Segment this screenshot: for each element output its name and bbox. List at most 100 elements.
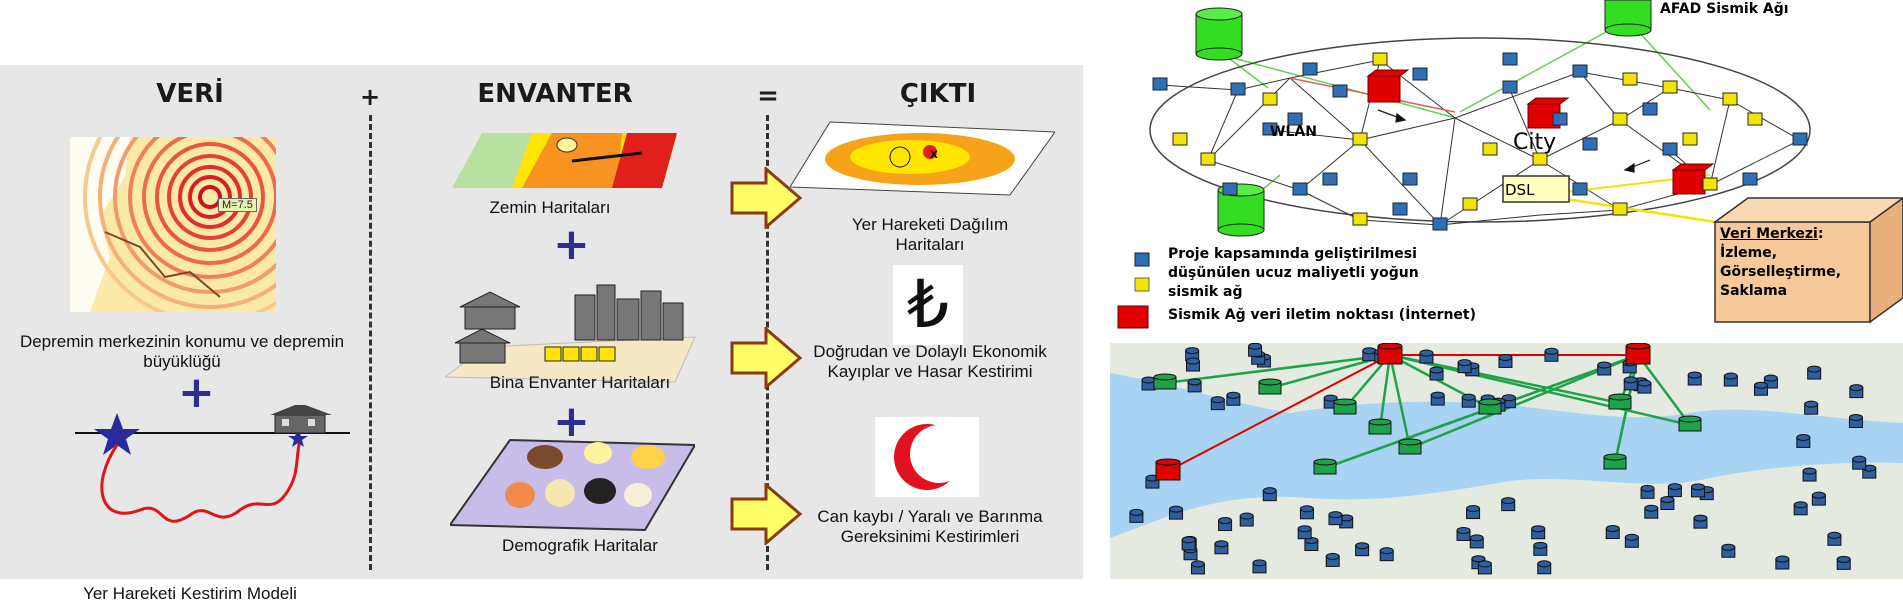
station-icon: [1185, 347, 1200, 362]
blue-sensor-icon: [1292, 182, 1308, 196]
station-icon: [1430, 391, 1445, 406]
station-icon: [1226, 391, 1241, 406]
blue-sensor-icon: [1302, 62, 1318, 76]
station-icon: [1262, 487, 1277, 502]
plus-icon: +: [178, 367, 215, 418]
station-icon: [1544, 347, 1559, 362]
blue-sensor-icon: [1322, 172, 1338, 186]
arrow-right-icon: [730, 483, 802, 545]
station-icon: [1323, 394, 1338, 409]
station-icon: [1624, 533, 1639, 548]
station-icon: [1185, 357, 1200, 372]
blue-sensor-icon: [1582, 137, 1598, 151]
blue-sensor-icon: [1332, 84, 1348, 98]
cikti-caption-2: Doğrudan ve Dolaylı Ekonomik Kayıplar ve…: [813, 342, 1047, 381]
station-icon: [1531, 525, 1546, 540]
station-icon: [1623, 376, 1638, 391]
station-icon: [1190, 560, 1205, 575]
cikti-caption-1: Yer Hareketi Dağılım Haritaları: [851, 215, 1009, 254]
afad-label: AFAD Sismik Ağı: [1660, 1, 1789, 17]
station-icon: [1258, 378, 1282, 395]
legend-sensor-text: Proje kapsamında geliştirilmesi düşünüle…: [1168, 246, 1419, 300]
yellow-sensor-icon: [1262, 92, 1278, 106]
model-caption: Yer Hareketi Kestirim Modeli: [83, 584, 297, 603]
legend-node-text: Sismik Ağ veri iletim noktası (İnternet): [1168, 307, 1477, 323]
map-link: [1636, 354, 1692, 426]
station-icon: [1848, 413, 1863, 428]
epicenter-star-icon: [94, 413, 140, 455]
soil-map-image: [452, 133, 677, 188]
data-center-text: Veri Merkezi: İzleme, Görselleştirme, Sa…: [1720, 225, 1870, 301]
station-icon: [1313, 458, 1337, 475]
header-envanter: ENVANTER: [477, 79, 633, 109]
hazard-workflow-panel: VERİ + ENVANTER = ÇIKTI M=7.5 Depremin m…: [0, 65, 1083, 603]
yellow-sensor-icon: [1532, 152, 1548, 166]
station-icon: [1793, 501, 1808, 516]
database-icon: [1195, 7, 1243, 61]
station-icon: [1297, 525, 1312, 540]
station-icon: [1478, 398, 1502, 415]
station-icon: [1625, 343, 1651, 365]
station-icon: [1398, 438, 1422, 455]
station-icon: [1678, 415, 1702, 432]
arrow-right-icon: [730, 327, 802, 389]
station-icon: [1141, 376, 1156, 391]
map-link: [1378, 354, 1392, 429]
dsl-label: DSL: [1505, 181, 1535, 199]
blue-sensor-icon: [1552, 112, 1568, 126]
station-icon: [1477, 560, 1492, 575]
station-icon: [1469, 534, 1484, 549]
map-link: [1164, 353, 1391, 385]
blue-sensor-icon: [1222, 182, 1238, 196]
plus-icon: +: [553, 396, 590, 447]
lira-icon: ₺: [893, 265, 963, 345]
station-icon: [1753, 381, 1768, 396]
station-icon: [1637, 379, 1652, 394]
station-icon: [1603, 453, 1627, 470]
epicenter-map-image: [70, 137, 276, 312]
arrow-right-icon: [730, 167, 802, 229]
wlan-label: WLAN: [1270, 124, 1317, 140]
blue-sensor-icon: [1742, 172, 1758, 186]
yellow-sensor-icon: [1352, 212, 1368, 226]
station-icon: [1299, 505, 1314, 520]
cikti-caption-3: Can kaybı / Yaralı ve Barınma Gereksinim…: [817, 507, 1043, 546]
yellow-sensor-icon: [1612, 112, 1628, 126]
divider-left: [369, 115, 372, 570]
station-icon: [1802, 467, 1817, 482]
station-icon: [1252, 559, 1267, 574]
blue-sensor-icon: [1134, 252, 1150, 267]
house-icon: [270, 405, 332, 434]
station-icon: [1687, 371, 1702, 386]
station-icon: [1811, 491, 1826, 506]
station-icon: [1429, 366, 1444, 381]
station-icon: [1155, 458, 1181, 481]
data-center-title: Veri Merkezi: [1720, 226, 1818, 242]
station-icon: [1456, 526, 1471, 541]
yellow-sensor-icon: [1200, 152, 1216, 166]
red-node-icon: [1117, 305, 1149, 329]
blue-sensor-icon: [1230, 82, 1246, 96]
data-center-line: Görselleştirme,: [1720, 264, 1842, 280]
yellow-sensor-icon: [1662, 80, 1678, 94]
blue-sensor-icon: [1572, 64, 1588, 78]
building-inventory-image: [445, 284, 696, 383]
database-icon: [1604, 0, 1652, 37]
magnitude-label: M=7.5: [218, 198, 257, 212]
blue-sensor-icon: [1572, 182, 1588, 196]
station-icon: [1836, 555, 1851, 570]
station-icon: [1187, 378, 1202, 393]
station-icon: [1804, 400, 1819, 415]
blue-sensor-icon: [1412, 67, 1428, 81]
ground-motion-distribution-image: [790, 121, 1055, 196]
station-icon: [1721, 543, 1736, 558]
map-link: [1388, 354, 1412, 449]
blue-sensor-icon: [1662, 142, 1678, 156]
station-icon: [1466, 505, 1481, 520]
station-icon: [1239, 512, 1254, 527]
sensor-network-diagram: [1117, 0, 1903, 329]
demographic-map-image: [450, 438, 695, 532]
blue-sensor-icon: [1287, 112, 1303, 126]
blue-sensor-icon: [1792, 132, 1808, 146]
station-icon: [1214, 540, 1229, 555]
